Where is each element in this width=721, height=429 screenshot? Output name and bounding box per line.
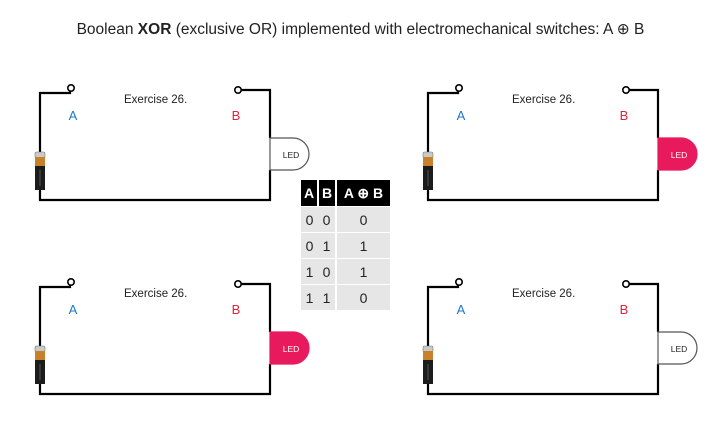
wire-bottom (426, 170, 660, 202)
switch-b-label: B (620, 108, 629, 123)
wire-top-right (241, 88, 272, 138)
header-b: B (317, 180, 336, 207)
led-off-icon (269, 137, 310, 171)
wire-top-left (38, 285, 72, 350)
exercise-label: Exercise 26. (124, 288, 187, 300)
wire-top-right (629, 88, 660, 138)
cell-b: 0 (318, 206, 336, 233)
switch-a-terminal (454, 277, 463, 287)
switch-a-terminal (66, 277, 75, 287)
cell-xor: 0 (335, 206, 390, 233)
table-row: 1 1 0 (301, 284, 390, 310)
circuit-3: Exercise 26. A B LED (34, 277, 310, 396)
title-suffix: (exclusive OR) implemented with electrom… (171, 21, 645, 38)
battery-cap (423, 351, 433, 360)
switch-a-terminal (454, 83, 463, 93)
switch-b-terminal (622, 279, 631, 289)
wire-bottom (426, 364, 660, 396)
led-on-icon (657, 137, 698, 171)
circuit-1: Exercise 26. A B LED (34, 83, 310, 202)
header-a: A (301, 180, 318, 207)
switch-a-label: A (457, 108, 466, 123)
switch-a-label: A (69, 108, 78, 123)
cell-xor: 1 (335, 232, 390, 259)
table-row: 0 0 0 (301, 206, 390, 233)
led-label: LED (283, 150, 300, 160)
header-xor: A ⊕ B (335, 180, 390, 207)
led-label: LED (283, 344, 300, 354)
exercise-label: Exercise 26. (124, 94, 187, 106)
switch-a-label: A (457, 302, 466, 317)
truth-table: A B A ⊕ B 0 0 0 0 1 1 1 0 1 1 1 0 (301, 180, 390, 310)
switch-a-terminal (66, 83, 75, 93)
wire-top-left (426, 285, 460, 350)
table-row: 0 1 1 (301, 232, 390, 259)
cell-b: 0 (318, 258, 336, 285)
switch-b-terminal (234, 279, 243, 289)
wire-top-right (241, 282, 272, 332)
switch-b-label: B (232, 108, 241, 123)
switch-b-label: B (620, 302, 629, 317)
wire-top-left (38, 91, 72, 156)
wire-bottom (38, 170, 272, 202)
battery-cap (35, 351, 45, 360)
wire-top-right (629, 282, 660, 332)
cell-a: 0 (301, 232, 318, 259)
cell-xor: 0 (335, 284, 390, 310)
switch-b-terminal (622, 85, 631, 95)
truth-table-header: A B A ⊕ B (301, 180, 390, 207)
led-on-icon (269, 331, 310, 365)
cell-a: 1 (301, 258, 318, 285)
cell-b: 1 (318, 232, 336, 259)
title-prefix: Boolean (76, 21, 138, 38)
cell-xor: 1 (335, 258, 390, 285)
battery-cap (423, 157, 433, 166)
exercise-label: Exercise 26. (512, 94, 575, 106)
cell-a: 0 (301, 206, 318, 233)
page-title: Boolean XOR (exclusive OR) implemented w… (0, 20, 721, 39)
led-off-icon (657, 331, 698, 365)
title-bold: XOR (137, 21, 172, 38)
led-label: LED (671, 150, 688, 160)
table-row: 1 0 1 (301, 258, 390, 285)
exercise-label: Exercise 26. (512, 288, 575, 300)
switch-b-terminal (234, 85, 243, 95)
circuit-2: Exercise 26. A B LED (422, 83, 698, 202)
wire-bottom (38, 364, 272, 396)
circuit-4: Exercise 26. A B LED (422, 277, 698, 396)
switch-a-label: A (69, 302, 78, 317)
battery-cap (35, 157, 45, 166)
cell-a: 1 (301, 284, 318, 310)
wire-top-left (426, 91, 460, 156)
led-label: LED (671, 344, 688, 354)
switch-b-label: B (232, 302, 241, 317)
cell-b: 1 (318, 284, 336, 310)
